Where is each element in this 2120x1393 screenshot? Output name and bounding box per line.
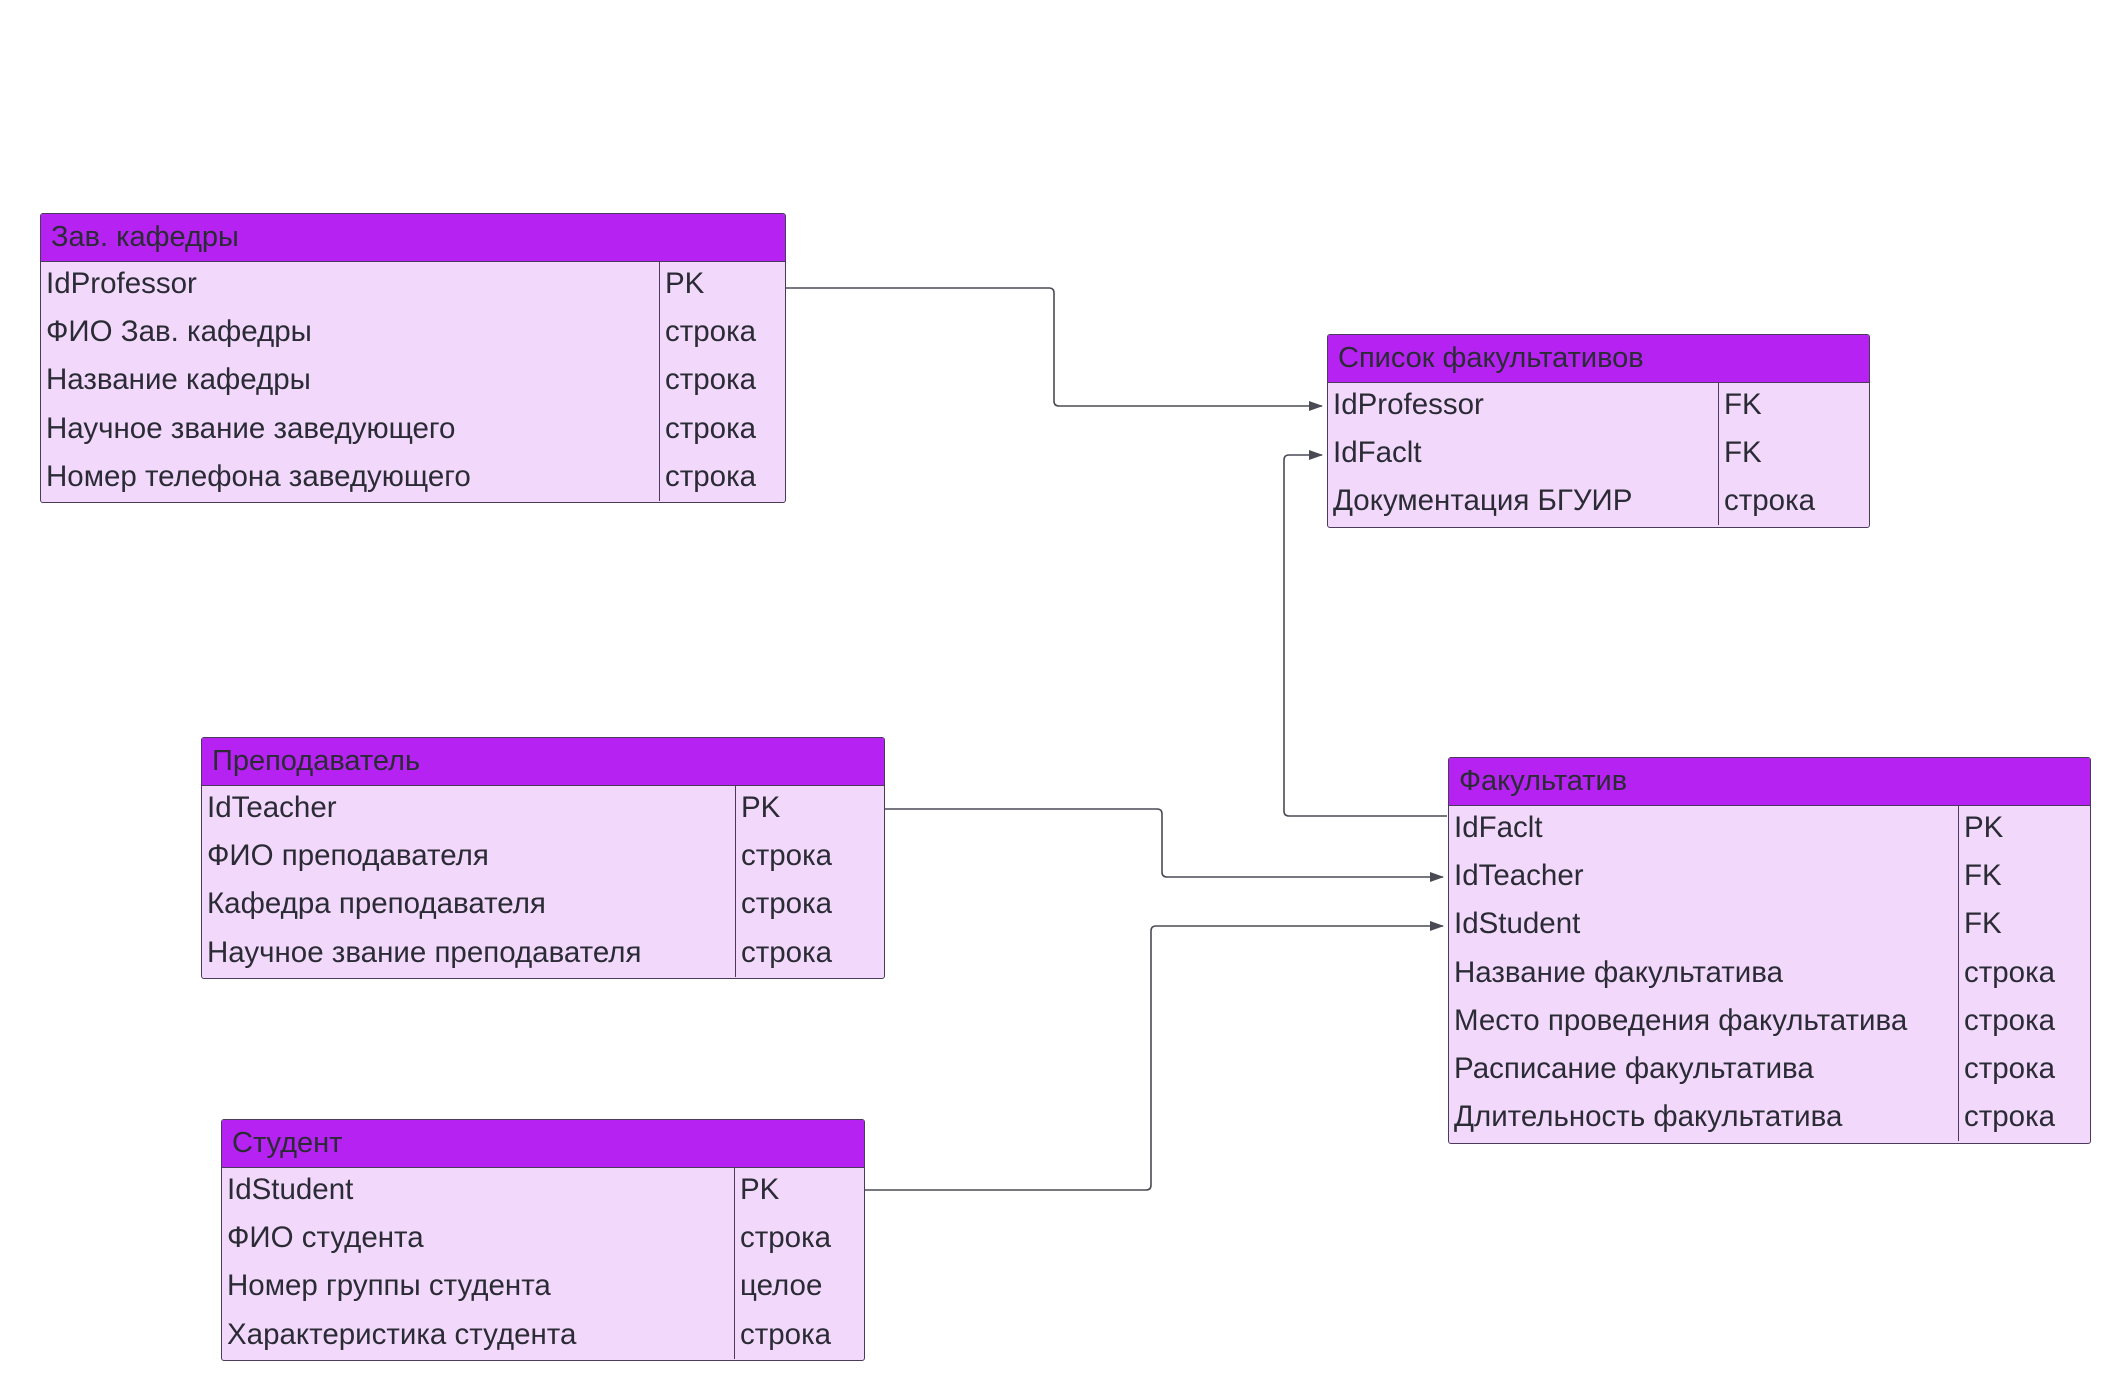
table-row[interactable]: IdTeacher FK — [1449, 854, 2090, 903]
field-type: целое — [740, 1269, 823, 1303]
field-name: Документация БГУИР — [1328, 479, 1719, 526]
table-row[interactable]: Расписание факультатива строка — [1449, 1046, 2090, 1096]
field-name: Место проведения факультатива — [1449, 998, 1959, 1047]
entity-rows: IdFaclt PK IdTeacher FK IdStudent FK Наз… — [1449, 806, 2090, 1142]
field-type: строка — [740, 1221, 832, 1255]
table-row[interactable]: Характеристика студента строка — [222, 1312, 864, 1359]
table-row[interactable]: ФИО преподавателя строка — [202, 834, 884, 883]
table-row[interactable]: Документация БГУИР строка — [1328, 479, 1869, 526]
field-type: строка — [741, 887, 833, 921]
entity-rows: IdTeacher PK ФИО преподавателя строка Ка… — [202, 786, 884, 977]
field-name: Длительность факультатива — [1449, 1095, 1959, 1142]
field-type: PK — [740, 1173, 780, 1206]
field-name: IdFaclt — [1328, 431, 1719, 480]
field-name: Научное звание заведующего — [41, 406, 660, 455]
entity-title: Студент — [222, 1120, 864, 1168]
table-row[interactable]: Номер группы студента целое — [222, 1264, 864, 1313]
field-type: FK — [1724, 436, 1762, 470]
field-name: Название кафедры — [41, 358, 660, 407]
field-name: Научное звание преподавателя — [202, 930, 736, 977]
connector-faclt[interactable] — [1283, 450, 1447, 817]
field-name: IdProfessor — [1328, 383, 1719, 432]
field-name: IdFaclt — [1449, 806, 1959, 855]
field-name: ФИО Зав. кафедры — [41, 310, 660, 359]
table-row[interactable]: Название факультатива строка — [1449, 950, 2090, 999]
entity-spisok-fakultativov[interactable]: Список факультативов IdProfessor FK IdFa… — [1327, 334, 1870, 528]
entity-title: Преподаватель — [202, 738, 884, 786]
field-name: ФИО студента — [222, 1216, 735, 1265]
field-type: строка — [1964, 1051, 2056, 1085]
connector-teacher[interactable] — [885, 808, 1444, 882]
entity-rows: IdProfessor FK IdFaclt FK Документация Б… — [1328, 383, 1869, 526]
field-type: PK — [665, 267, 705, 300]
field-name: Номер телефона заведующего — [41, 454, 660, 501]
table-row[interactable]: IdFaclt PK — [1449, 806, 2090, 855]
field-type: FK — [1964, 859, 2002, 893]
table-row[interactable]: ФИО студента строка — [222, 1216, 864, 1265]
table-row[interactable]: IdFaclt FK — [1328, 431, 1869, 480]
entity-rows: IdStudent PK ФИО студента строка Номер г… — [222, 1168, 864, 1359]
field-name: Кафедра преподавателя — [202, 882, 736, 931]
entity-zav-kafedry[interactable]: Зав. кафедры IdProfessor PK ФИО Зав. каф… — [40, 213, 786, 503]
field-type: FK — [1964, 907, 2002, 941]
connector-student[interactable] — [865, 921, 1444, 1191]
table-row[interactable]: Длительность факультатива строка — [1449, 1095, 2090, 1142]
field-type: строка — [1964, 955, 2056, 989]
field-type: строка — [665, 459, 757, 493]
field-name: Номер группы студента — [222, 1264, 735, 1313]
table-row[interactable]: IdStudent PK — [222, 1168, 864, 1217]
table-row[interactable]: IdProfessor FK — [1328, 383, 1869, 432]
entity-title: Список факультативов — [1328, 335, 1869, 383]
field-type: строка — [1964, 1003, 2056, 1037]
field-type: строка — [740, 1317, 832, 1351]
table-row[interactable]: IdProfessor PK — [41, 262, 785, 311]
table-row[interactable]: IdStudent FK — [1449, 902, 2090, 951]
table-row[interactable]: Научное звание преподавателя строка — [202, 930, 884, 977]
field-type: PK — [1964, 811, 2004, 844]
field-name: Расписание факультатива — [1449, 1046, 1959, 1096]
entity-student[interactable]: Студент IdStudent PK ФИО студента строка… — [221, 1119, 865, 1361]
table-row[interactable]: Название кафедры строка — [41, 358, 785, 407]
field-type: строка — [1724, 484, 1816, 518]
field-name: Название факультатива — [1449, 950, 1959, 999]
field-name: IdTeacher — [202, 786, 736, 835]
field-type: FK — [1724, 388, 1762, 421]
entity-fakultativ[interactable]: Факультатив IdFaclt PK IdTeacher FK IdSt… — [1448, 757, 2091, 1144]
field-type: PK — [741, 791, 781, 824]
field-name: IdProfessor — [41, 262, 660, 311]
entity-title: Зав. кафедры — [41, 214, 785, 262]
field-type: строка — [665, 363, 757, 397]
table-row[interactable]: IdTeacher PK — [202, 786, 884, 835]
field-type: строка — [741, 935, 833, 969]
table-row[interactable]: Место проведения факультатива строка — [1449, 998, 2090, 1047]
field-type: строка — [665, 315, 757, 349]
entity-rows: IdProfessor PK ФИО Зав. кафедры строка Н… — [41, 262, 785, 501]
field-name: Характеристика студента — [222, 1312, 735, 1359]
field-type: строка — [1964, 1100, 2056, 1134]
table-row[interactable]: Кафедра преподавателя строка — [202, 882, 884, 931]
field-type: строка — [741, 839, 833, 873]
field-name: IdTeacher — [1449, 854, 1959, 903]
table-row[interactable]: Научное звание заведующего строка — [41, 406, 785, 455]
table-row[interactable]: ФИО Зав. кафедры строка — [41, 310, 785, 359]
connector-professor[interactable] — [786, 287, 1323, 411]
entity-prepodavatel[interactable]: Преподаватель IdTeacher PK ФИО преподава… — [201, 737, 885, 979]
field-type: строка — [665, 411, 757, 445]
field-name: ФИО преподавателя — [202, 834, 736, 883]
table-row[interactable]: Номер телефона заведующего строка — [41, 454, 785, 501]
entity-title: Факультатив — [1449, 758, 2090, 806]
field-name: IdStudent — [1449, 902, 1959, 951]
field-name: IdStudent — [222, 1168, 735, 1217]
